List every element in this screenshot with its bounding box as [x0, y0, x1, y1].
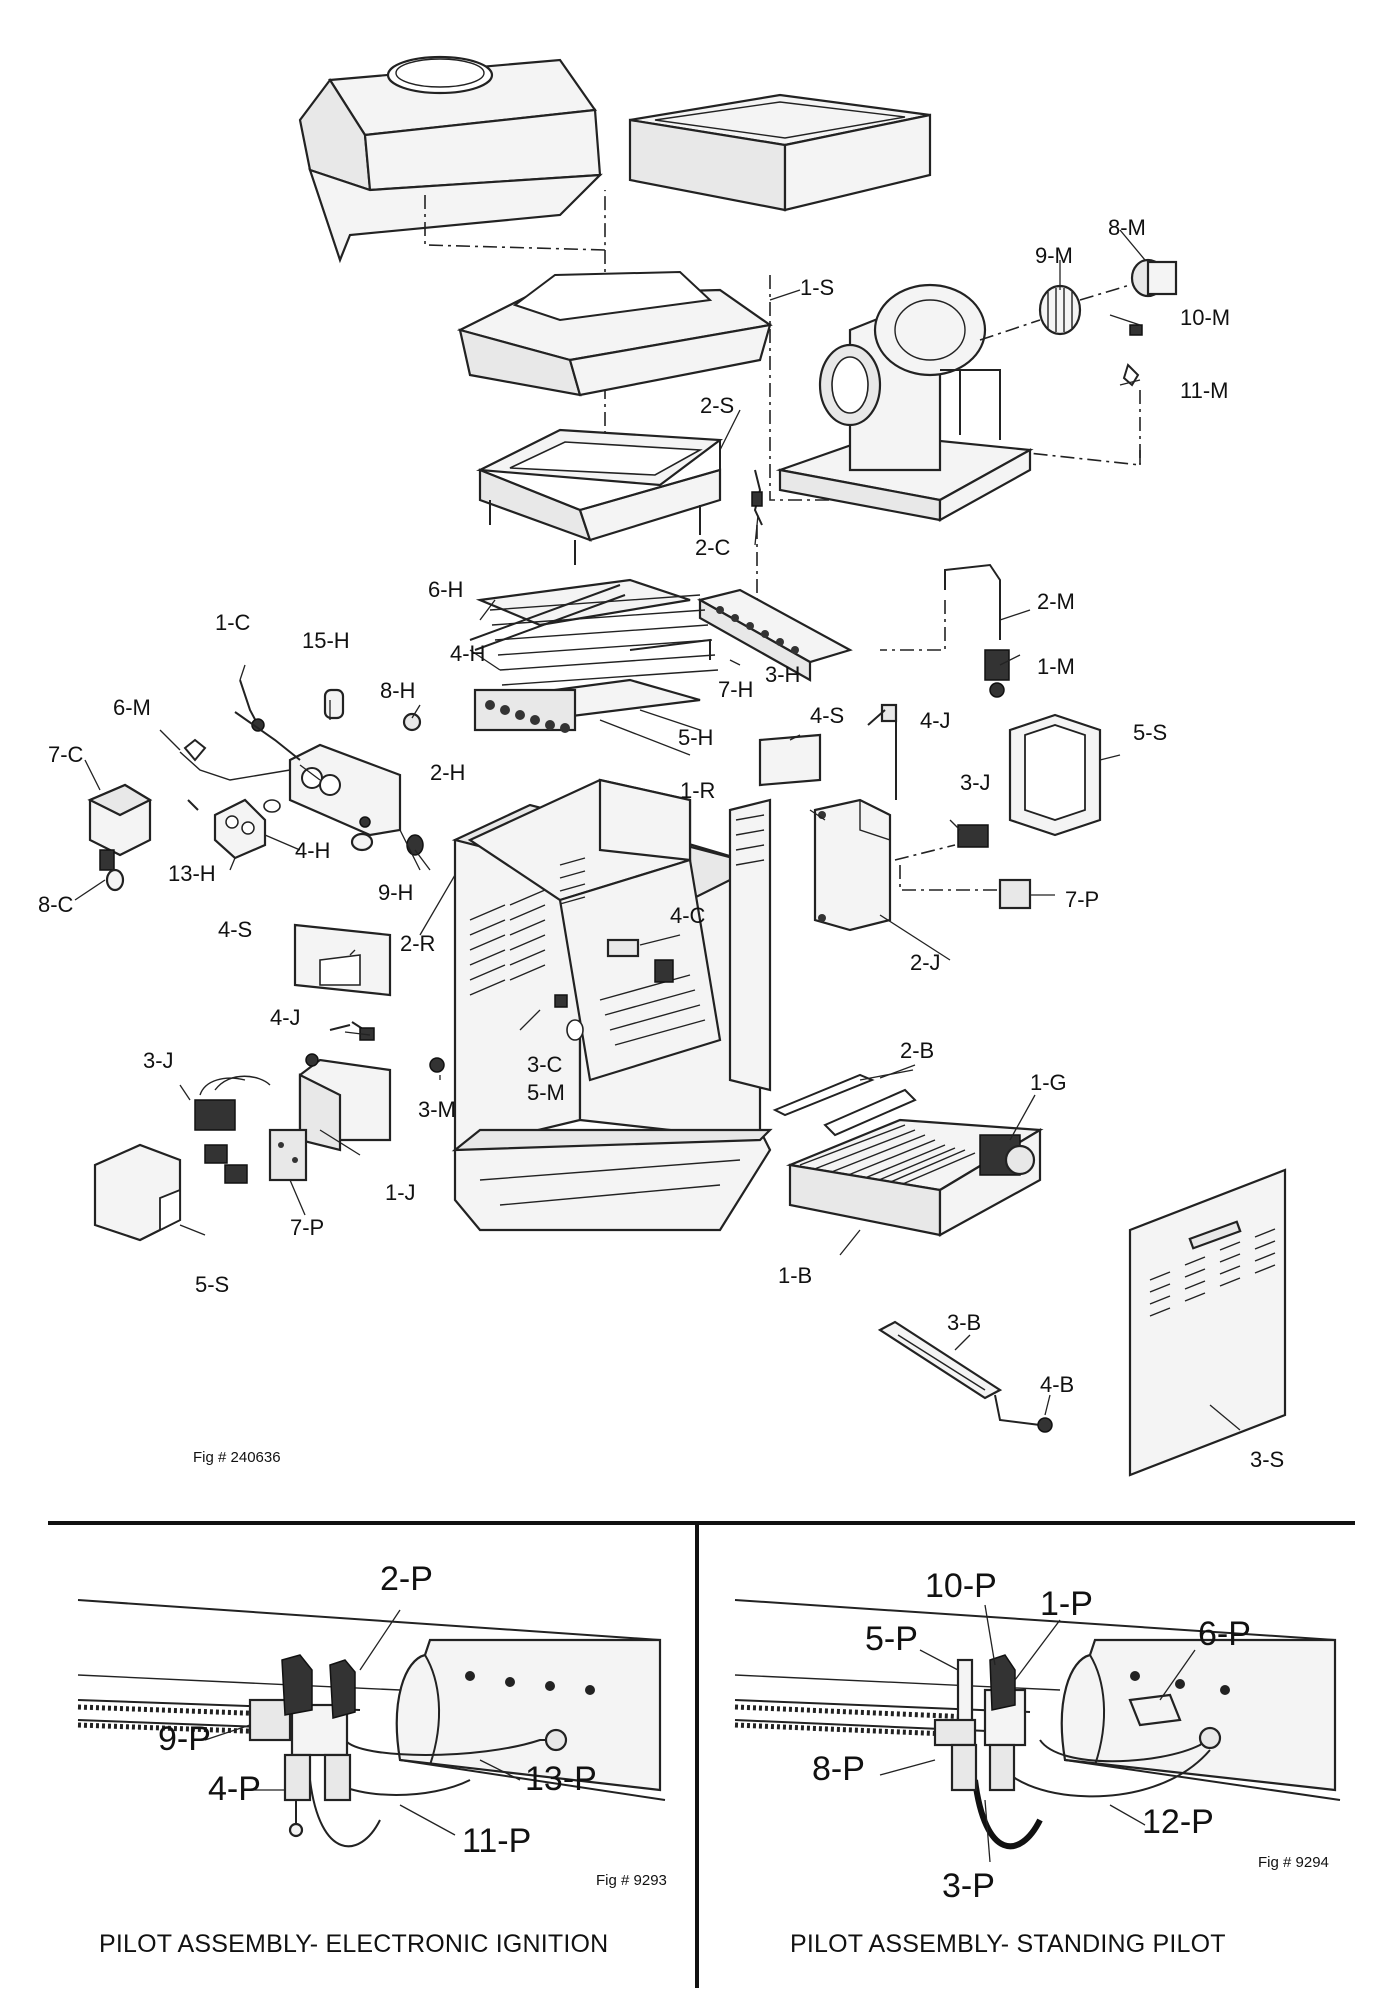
part-label-3-j: 3-J: [143, 1048, 174, 1073]
part-label-13-p: 13-P: [525, 1760, 597, 1798]
right-control-parts: [758, 703, 1102, 932]
part-label-5-m: 5-M: [527, 1080, 565, 1105]
part-label-1-j: 1-J: [385, 1180, 416, 1205]
part-label-1-c: 1-C: [215, 610, 251, 635]
part-label-2-m: 2-M: [1037, 589, 1075, 614]
lower-left-parts: [293, 923, 445, 1073]
flue-collector: [456, 270, 773, 397]
sensor-2c: [751, 469, 763, 600]
part-label-4-c: 4-C: [670, 903, 706, 928]
part-label-3-m: 3-M: [418, 1097, 456, 1122]
manifold-3h: [697, 588, 853, 682]
part-label-3-b: 3-B: [947, 1310, 981, 1335]
part-label-5-h: 5-H: [678, 725, 713, 750]
part-label-1-s: 1-S: [800, 275, 834, 300]
part-label-2-c: 2-C: [695, 535, 731, 560]
part-label-15-h: 15-H: [302, 628, 350, 653]
part-label-12-p: 12-P: [1142, 1803, 1214, 1841]
part-label-fig-9294: Fig # 9294: [1258, 1854, 1329, 1871]
top-cover: [628, 93, 932, 212]
part-label-9-h: 9-H: [378, 880, 413, 905]
ignition-parts: [93, 1053, 392, 1242]
part-label-3-j: 3-J: [960, 770, 991, 795]
part-label-2-s: 2-S: [700, 393, 734, 418]
electronic-pilot-caption: PILOT ASSEMBLY- ELECTRONIC IGNITION: [99, 1930, 609, 1958]
burner-tray: [772, 1073, 1044, 1237]
part-label-6-p: 6-P: [1198, 1615, 1251, 1653]
part-label-13-h: 13-H: [168, 861, 216, 886]
manifold-bar: [877, 1320, 1053, 1433]
tube-bundle: [469, 578, 719, 733]
part-label-2-p: 2-P: [380, 1560, 433, 1598]
part-label-3-s: 3-S: [1250, 1447, 1284, 1472]
part-label-2-b: 2-B: [900, 1038, 934, 1063]
part-label-5-s: 5-S: [195, 1272, 229, 1297]
part-label-4-s: 4-S: [218, 917, 252, 942]
part-label-fig-9293: Fig # 9293: [596, 1872, 667, 1889]
part-label-2-r: 2-R: [400, 931, 435, 956]
part-label-4-j: 4-J: [270, 1005, 301, 1030]
part-label-fig-240636: Fig # 240636: [193, 1449, 281, 1466]
part-label-3-c: 3-C: [527, 1052, 563, 1077]
part-label-3-h: 3-H: [765, 662, 800, 687]
part-label-7-c: 7-C: [48, 742, 84, 767]
main-exploded-view: 8-M 9-M 10-M 11-M 1-S 2-S 2-C 6-H 2-M 1-…: [38, 55, 1287, 1477]
standing-pilot-drawing: 10-P 1-P 5-P 6-P 8-P 12-P 3-P Fig # 9294: [734, 1567, 1341, 1905]
part-label-2-h: 2-H: [430, 760, 465, 785]
part-label-1-b: 1-B: [778, 1263, 812, 1288]
part-label-1-r: 1-R: [680, 778, 715, 803]
leader-lines: [74, 229, 1241, 1431]
header-parts: [179, 679, 424, 860]
gas-valve-2m: [880, 563, 1010, 698]
part-label-8-m: 8-M: [1108, 215, 1146, 240]
part-label-3-p: 3-P: [942, 1867, 995, 1905]
part-label-9-p: 9-P: [158, 1720, 211, 1758]
part-label-11-m: 11-M: [1180, 378, 1229, 403]
standing-pilot-caption: PILOT ASSEMBLY- STANDING PILOT: [790, 1930, 1226, 1958]
part-label-8-c: 8-C: [38, 892, 74, 917]
draft-hood: [298, 55, 603, 264]
part-label-6-m: 6-M: [113, 695, 151, 720]
main-cabinet: [451, 778, 773, 1232]
part-label-4-j: 4-J: [920, 708, 951, 733]
flue-baffle: [475, 428, 724, 565]
main-labels: 8-M 9-M 10-M 11-M 1-S 2-S 2-C 6-H 2-M 1-…: [38, 215, 1284, 1472]
part-label-4-h: 4-H: [450, 641, 485, 666]
part-label-4-p: 4-P: [208, 1770, 261, 1808]
part-label-1-g: 1-G: [1030, 1070, 1067, 1095]
part-label-1-m: 1-M: [1037, 654, 1075, 679]
part-label-5-p: 5-P: [865, 1620, 918, 1658]
part-label-5-s: 5-S: [1133, 720, 1167, 745]
part-label-1-p: 1-P: [1040, 1585, 1093, 1623]
part-label-4-h: 4-H: [295, 838, 330, 863]
part-label-4-s: 4-S: [810, 703, 844, 728]
part-label-10-p: 10-P: [925, 1567, 997, 1605]
part-label-9-m: 9-M: [1035, 243, 1073, 268]
blower-assembly: [775, 283, 1034, 522]
electronic-pilot-drawing: 2-P 9-P 4-P 13-P 11-P Fig # 9293: [77, 1560, 667, 1889]
part-label-7-p: 7-P: [1065, 887, 1099, 912]
part-label-8-p: 8-P: [812, 1750, 865, 1788]
part-label-10-m: 10-M: [1180, 305, 1230, 330]
part-label-7-h: 7-H: [718, 677, 753, 702]
part-label-8-h: 8-H: [380, 678, 415, 703]
blower-motor-parts: [979, 258, 1178, 465]
part-label-6-h: 6-H: [428, 577, 463, 602]
front-panel: [1128, 1168, 1287, 1477]
part-label-11-p: 11-P: [462, 1822, 531, 1860]
part-label-2-j: 2-J: [910, 950, 941, 975]
part-label-4-b: 4-B: [1040, 1372, 1074, 1397]
pressure-switch: [87, 783, 153, 892]
part-label-7-p: 7-P: [290, 1215, 324, 1240]
